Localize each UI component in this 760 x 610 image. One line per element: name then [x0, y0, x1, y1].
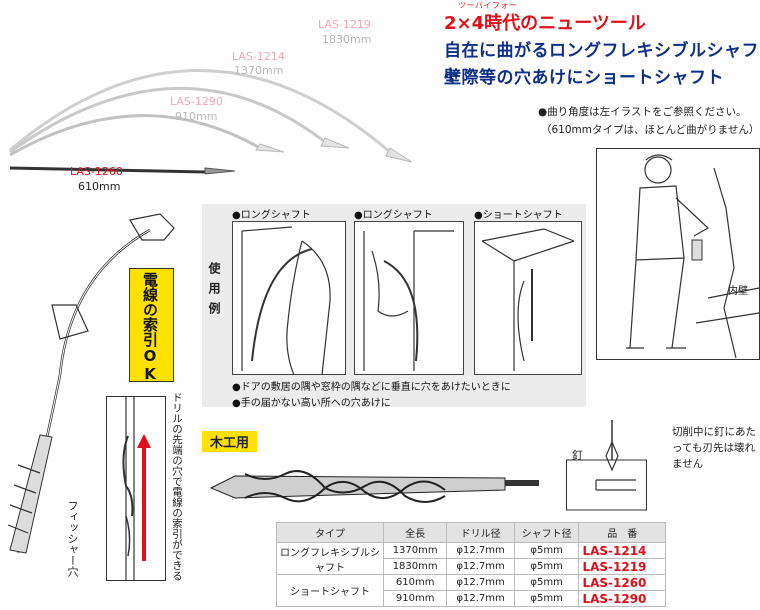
title-main: 2×4時代のニューツール	[444, 13, 646, 34]
wall-label: 内壁	[728, 286, 748, 297]
usage-panel3-label: ●ショートシャフト	[474, 210, 563, 221]
usage-panel2-label: ●ロングシャフト	[354, 210, 433, 221]
shaft-length-1214: 1370mm	[234, 64, 284, 77]
shaft-code-1214: LAS-1214	[232, 50, 285, 63]
usage-caption-1: ●ドアの敷居の隅や窓枠の隅などに垂直に穴をあけたいときに	[232, 382, 511, 393]
shaft-length-1260: 610mm	[78, 180, 121, 193]
woodwork-label: 木工用	[202, 431, 258, 452]
code-cell: LAS-1290	[578, 590, 666, 607]
fisher-hole-label: フィッシャー穴	[66, 500, 79, 577]
table-row: ロングフレキシブルシャフト 1370mm φ12.7mm φ5mm LAS-12…	[276, 542, 666, 575]
type-cell: ロングフレキシブルシャフト	[276, 542, 384, 575]
usage-side-label: 使用例	[207, 262, 221, 322]
shaft-length-1219: 1830mm	[322, 33, 372, 46]
shaft-code-1290: LAS-1290	[170, 95, 223, 108]
title-flexible: 自在に曲がるロングフレキシブルシャフト	[444, 41, 759, 86]
code-cell: LAS-1219	[578, 558, 666, 575]
shaft-bend-illustration	[9, 69, 413, 175]
length-cell: 610mm	[382, 574, 448, 591]
nail-note: 切削中に釘にあたっても刃先は壊れません	[672, 426, 756, 470]
shaft-cell: φ5mm	[513, 542, 580, 559]
table-row: ショートシャフト 610mm φ12.7mm φ5mm LAS-1260	[276, 574, 666, 607]
col-shaft: シャフト径	[513, 522, 580, 543]
col-length: 全長	[382, 522, 448, 543]
bend-note-1: ●曲り角度は左イラストをご参照ください。	[538, 106, 747, 118]
drill-cell: φ12.7mm	[446, 574, 515, 591]
drill-cell: φ12.7mm	[446, 542, 515, 559]
hand-drill-illustration	[7, 213, 175, 554]
length-cell: 1830mm	[382, 558, 448, 575]
spec-table: タイプ 全長 ドリル径 シャフト径 品 番 ロングフレキシブルシャフト 1370…	[276, 522, 666, 607]
col-type: タイプ	[276, 522, 384, 543]
title-short: 壁際等の穴あけにショートシャフト	[444, 68, 724, 88]
code-cell: LAS-1260	[578, 574, 666, 591]
col-code: 品 番	[578, 522, 666, 543]
table-row: 910mm φ12.7mm φ5mm LAS-1290	[277, 590, 666, 607]
drill-cell: φ12.7mm	[446, 558, 515, 575]
usage-caption-2: ●手の届かない高い所への穴あけに	[232, 398, 391, 409]
nail-illustration	[566, 420, 647, 511]
nail-label: 釘	[572, 449, 583, 462]
usage-panel3-image	[474, 221, 582, 375]
shaft-cell: φ5mm	[513, 558, 580, 575]
cable-note: ドリルの先端の穴で電線の索引ができる	[171, 392, 183, 581]
cable-ok-box	[129, 268, 174, 382]
usage-panel1-label: ●ロングシャフト	[232, 210, 311, 221]
shaft-cell: φ5mm	[513, 574, 580, 591]
length-cell: 1370mm	[382, 542, 448, 559]
cable-pull-illustration	[106, 396, 166, 581]
type-cell: ショートシャフト	[276, 574, 384, 607]
usage-panel1-image	[232, 221, 346, 375]
cable-ok-text: 電線の索引OK	[141, 272, 159, 383]
shaft-length-1290: 910mm	[175, 110, 218, 123]
code-cell: LAS-1214	[578, 542, 666, 559]
shaft-code-1219: LAS-1219	[318, 18, 371, 31]
shaft-code-1260: LAS-1260	[70, 165, 123, 178]
length-cell: 910mm	[382, 590, 448, 607]
shaft-cell: φ5mm	[513, 590, 580, 607]
worker-illustration	[596, 148, 760, 360]
usage-panel2-image	[354, 221, 464, 375]
title-ruby: ツーバイフォー	[458, 1, 518, 10]
bend-note-2: （610mmタイプは、ほとんど曲がりません）	[541, 124, 760, 136]
drill-bit-image	[209, 470, 539, 503]
col-drill: ドリル径	[446, 522, 515, 543]
drill-cell: φ12.7mm	[446, 590, 515, 607]
